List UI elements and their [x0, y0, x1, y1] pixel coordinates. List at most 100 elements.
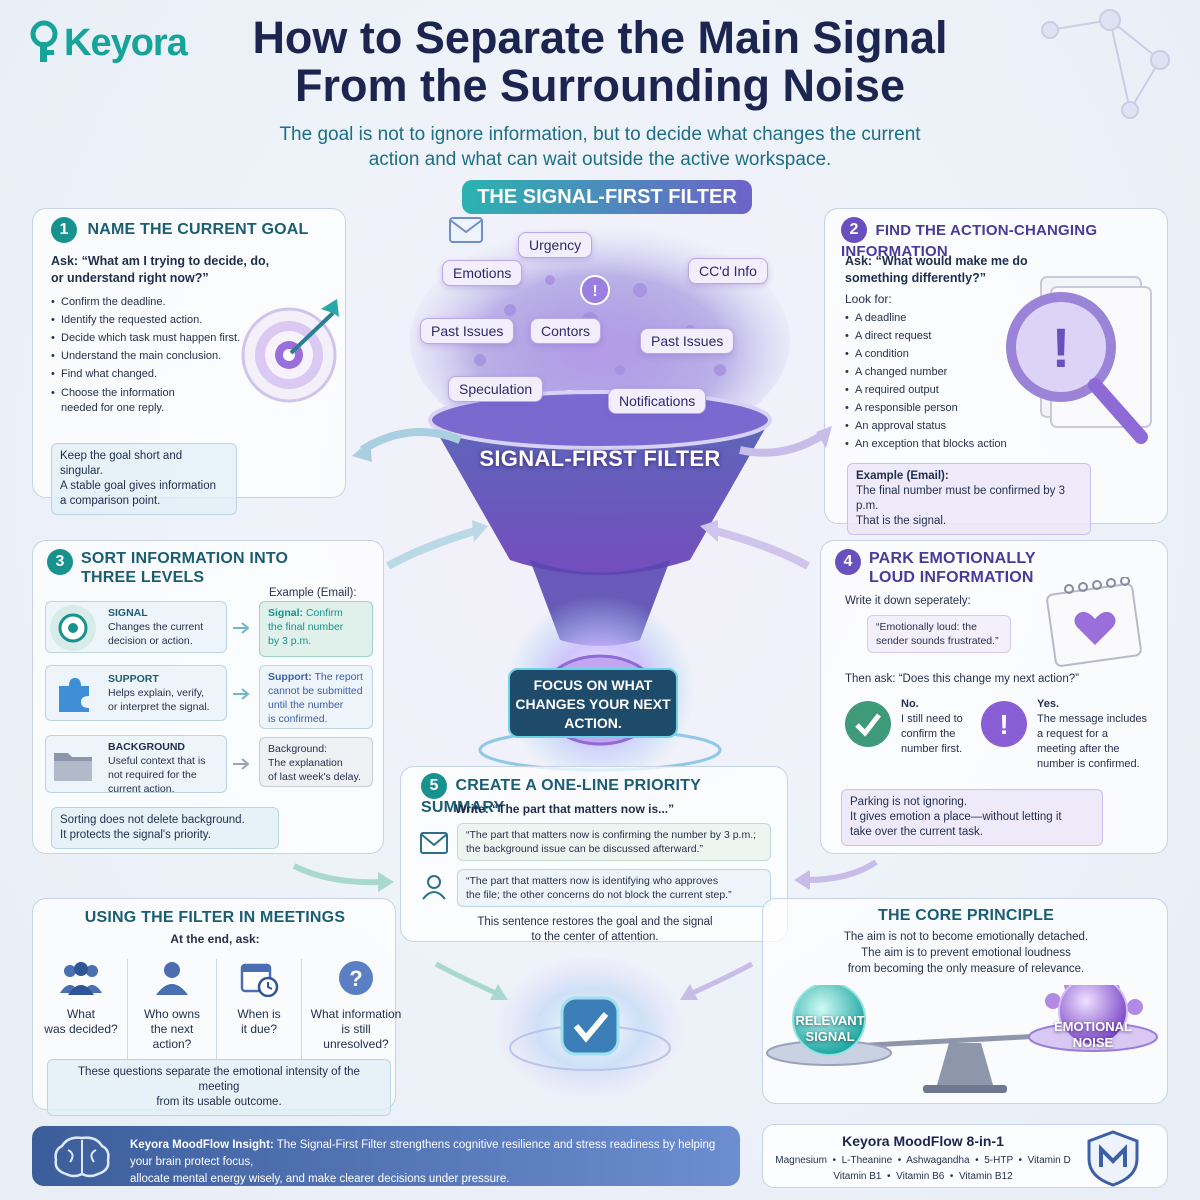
- step3-card: 3 SORT INFORMATION INTO THREE LEVELS Exa…: [32, 540, 384, 854]
- noise-tag-past-issues: Past Issues: [420, 318, 515, 344]
- list-item: Identify the requested action.: [51, 311, 251, 329]
- step2-example: Example (Email): The final number must b…: [847, 463, 1091, 535]
- ingredients-row-2: Vitamin B1 • Vitamin B6 • Vitamin B12: [833, 1171, 1013, 1182]
- funnel-label: SIGNAL-FIRST FILTER: [479, 446, 721, 471]
- step3-note: Sorting does not delete background. It p…: [51, 807, 279, 849]
- person-icon: [156, 962, 188, 995]
- group-icon: [60, 962, 102, 995]
- step3-example-header: Example (Email):: [269, 587, 357, 599]
- page-title: How to Separate the Main Signal From the…: [252, 12, 948, 111]
- target-icon: [241, 299, 339, 403]
- meeting-question-decided: What was decided?: [37, 959, 125, 1079]
- svg-text:!: !: [592, 283, 597, 300]
- support-example: Support: The report cannot be submitted …: [259, 665, 373, 729]
- svg-text:!: !: [999, 709, 1008, 740]
- arrow-right-icon: [233, 758, 250, 770]
- step2-list: A deadline A direct request A condition …: [845, 309, 1035, 453]
- calendar-clock-icon: [240, 963, 279, 998]
- step5-write: Write: “The part that matters now is...”: [455, 802, 675, 816]
- check-glow-graphic: [494, 956, 686, 1100]
- arrow-curve-icon: [739, 426, 832, 457]
- noise-tag-notifications: Notifications: [608, 388, 707, 414]
- check-circle-icon: [845, 701, 891, 747]
- level-background: BACKGROUND Useful context that is not re…: [45, 735, 227, 795]
- arrow-curve-icon: [352, 428, 462, 462]
- balance-scale-graphic: [766, 985, 1158, 1093]
- list-item: Choose the information needed for one re…: [51, 386, 251, 416]
- step3-number: 3: [47, 549, 73, 575]
- step1-title: NAME THE CURRENT GOAL: [87, 221, 309, 238]
- arrow-curve-icon: [434, 961, 508, 1000]
- list-item: An exception that blocks action: [845, 435, 1035, 453]
- product-name: Keyora MoodFlow 8-in-1: [842, 1133, 1004, 1149]
- logo-text: Keyora: [64, 21, 188, 64]
- arrow-curve-icon: [794, 859, 878, 890]
- noise-tag-urgency: Urgency: [518, 232, 593, 258]
- filter-banner: THE SIGNAL-FIRST FILTER: [462, 180, 752, 214]
- arrow-curve-icon: [700, 520, 810, 570]
- meetings-card: USING THE FILTER IN MEETINGS At the end,…: [32, 898, 401, 1116]
- noise-tag-contors: Contors: [530, 318, 602, 344]
- puzzle-icon: [50, 671, 96, 717]
- emotional-noise-label: EMOTIONAL NOISE: [1054, 1019, 1132, 1050]
- keyora-logo: Keyora: [28, 20, 188, 66]
- arrow-curve-icon: [680, 961, 754, 1000]
- step5-footer: This sentence restores the goal and the …: [477, 916, 713, 943]
- step4-then-ask: Then ask: “Does this change my next acti…: [845, 673, 1079, 685]
- level-support: SUPPORT Helps explain, verify, or interp…: [45, 665, 227, 721]
- step3-title: SORT INFORMATION INTO THREE LEVELS: [81, 550, 289, 586]
- person-icon: [422, 875, 446, 900]
- checkmark-icon: [560, 996, 620, 1056]
- core-text: The aim is not to become emotionally det…: [843, 931, 1089, 975]
- ingredients-row-1: Magnesium • L-Theanine • Ashwagandha • 5…: [775, 1155, 1071, 1166]
- list-item: A direct request: [845, 327, 1035, 345]
- noise-tag-past-issues-2: Past Issues: [640, 328, 735, 354]
- keyhole-icon: [30, 20, 58, 62]
- notepad-heart-icon: [1046, 577, 1142, 667]
- list-item: A required output: [845, 381, 1035, 399]
- summary-example-1: “The part that matters now is confirming…: [457, 823, 771, 861]
- background-example: Background: The explanation of last week…: [259, 737, 373, 787]
- list-item: A deadline: [845, 309, 1035, 327]
- exclamation-circle-icon: !: [981, 701, 1027, 747]
- question-circle-icon: ?: [339, 961, 373, 995]
- signal-example: Signal: Confirm the final number by 3 p.…: [259, 601, 373, 657]
- meeting-question-due: When is it due?: [219, 959, 299, 1079]
- signal-target-icon: [50, 605, 96, 651]
- envelope-icon: [420, 832, 448, 854]
- core-title: THE CORE PRINCIPLE: [877, 907, 1055, 924]
- step4-no: No. I still need to confirm the number f…: [901, 698, 963, 755]
- level-signal: SIGNAL Changes the current decision or a…: [45, 601, 227, 653]
- step5-number: 5: [421, 773, 447, 799]
- list-item: A condition: [845, 345, 1035, 363]
- noise-tag-speculation: Speculation: [448, 376, 544, 402]
- summary-example-2: “The part that matters now is identifyin…: [457, 869, 771, 907]
- relevant-signal-label: RELEVANT SIGNAL: [795, 1013, 865, 1044]
- step1-list: Confirm the deadline. Identify the reque…: [51, 293, 251, 416]
- list-item: A responsible person: [845, 399, 1035, 417]
- shield-logo-icon: [1087, 1130, 1139, 1187]
- meetings-subtitle: At the end, ask:: [170, 932, 260, 946]
- magnifier-icon: !: [1006, 276, 1152, 444]
- step4-write: Write it down seperately:: [845, 595, 971, 607]
- step1-number: 1: [51, 217, 77, 243]
- arrow-right-icon: [233, 688, 250, 700]
- list-item: A changed number: [845, 363, 1035, 381]
- svg-text:!: !: [1052, 316, 1071, 379]
- step1-note: Keep the goal short and singular. A stab…: [51, 443, 237, 515]
- step5-title: CREATE A ONE-LINE PRIORITY SUMMARY: [421, 777, 701, 816]
- folder-icon: [50, 742, 96, 788]
- meeting-question-owner: Who owns the next action?: [130, 959, 214, 1079]
- step4-yes: Yes. The message includes a request for …: [1037, 698, 1148, 770]
- insight-banner: Keyora MoodFlow Insight: The Signal-Firs…: [32, 1126, 740, 1186]
- step1-ask: Ask: “What am I trying to decide, do, or…: [51, 254, 270, 285]
- brain-icon: [54, 1136, 110, 1178]
- core-principle-card: THE CORE PRINCIPLE The aim is not to bec…: [762, 898, 1168, 1104]
- step4-card: 4 PARK EMOTIONALLY LOUD INFORMATION Writ…: [820, 540, 1168, 854]
- arrow-right-icon: [233, 622, 250, 634]
- list-item: Decide which task must happen first.: [51, 329, 251, 347]
- envelope-icon: [449, 217, 483, 243]
- meetings-title: USING THE FILTER IN MEETINGS: [84, 909, 346, 926]
- step4-quote: “Emotionally loud: the sender sounds fru…: [867, 615, 1011, 653]
- page-subtitle: The goal is not to ignore information, b…: [279, 124, 921, 170]
